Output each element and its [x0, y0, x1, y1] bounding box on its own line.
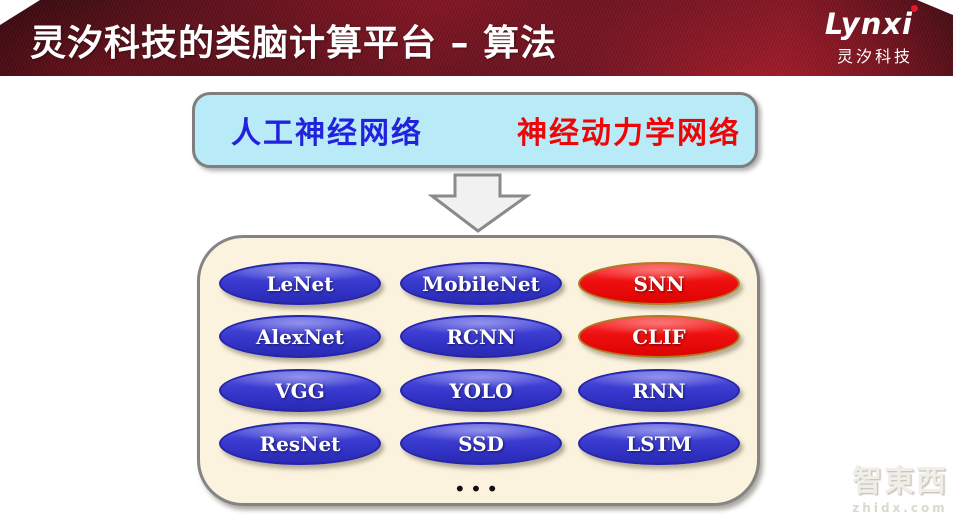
- watermark: 智東西 zhidx.com: [852, 456, 948, 515]
- algorithm-label: VGG: [275, 378, 325, 403]
- algorithm-ellipse-ssd: SSD: [400, 422, 562, 465]
- algorithm-ellipse-snn: SNN: [578, 262, 740, 305]
- network-types-banner: 人工神经网络 神经动力学网络: [192, 92, 758, 168]
- algorithm-ellipse-resnet: ResNet: [219, 422, 381, 465]
- algorithm-ellipse-rnn: RNN: [578, 369, 740, 412]
- algorithm-label: RCNN: [446, 324, 516, 349]
- algorithm-ellipse-rcnn: RCNN: [400, 315, 562, 358]
- algorithm-ellipse-mobilenet: MobileNet: [400, 262, 562, 305]
- logo-name: Lynxi: [824, 7, 913, 41]
- algorithm-label: MobileNet: [422, 271, 540, 296]
- logo-wordmark: Lynxi: [824, 5, 918, 41]
- algorithm-label: AlexNet: [255, 324, 344, 349]
- ellipsis-more: ...: [454, 461, 503, 499]
- header-corner-cut-left: [0, 0, 40, 25]
- algorithm-ellipse-alexnet: AlexNet: [219, 315, 381, 358]
- ann-label: 人工神经网络: [231, 116, 423, 151]
- algorithm-ellipse-clif: CLIF: [578, 315, 740, 358]
- algorithm-label: SSD: [458, 431, 504, 456]
- down-arrow-icon: [427, 173, 532, 233]
- lynxi-logo: Lynxi 灵汐科技: [824, 5, 918, 67]
- algorithm-label: SNN: [633, 271, 685, 296]
- header-band: 灵汐科技的类脑计算平台 – 算法 Lynxi 灵汐科技: [0, 0, 953, 76]
- algorithm-label: ResNet: [259, 431, 341, 456]
- algorithms-panel: LeNet MobileNet SNN AlexNet RCNN CLIF VGG YOLO R…: [197, 235, 760, 506]
- algorithm-label: LeNet: [266, 271, 334, 296]
- algorithm-ellipse-lstm: LSTM: [578, 422, 740, 465]
- algorithm-label: YOLO: [449, 378, 513, 403]
- logo-subtitle: 灵汐科技: [836, 47, 913, 67]
- page-title: 灵汐科技的类脑计算平台 – 算法: [30, 23, 558, 64]
- algorithm-ellipse-vgg: VGG: [219, 369, 381, 412]
- watermark-logo: 智東西: [852, 464, 948, 499]
- algorithm-label: LSTM: [626, 431, 692, 456]
- snn-label: 神经动力学网络: [517, 116, 741, 151]
- algorithm-ellipse-yolo: YOLO: [400, 369, 562, 412]
- algorithm-label: RNN: [632, 378, 686, 403]
- watermark-site: zhidx.com: [852, 501, 948, 515]
- algorithm-ellipse-lenet: LeNet: [219, 262, 381, 305]
- algorithm-label: CLIF: [632, 324, 686, 349]
- header-corner-cut-right: [917, 0, 953, 15]
- logo-red-dot-icon: [911, 5, 918, 12]
